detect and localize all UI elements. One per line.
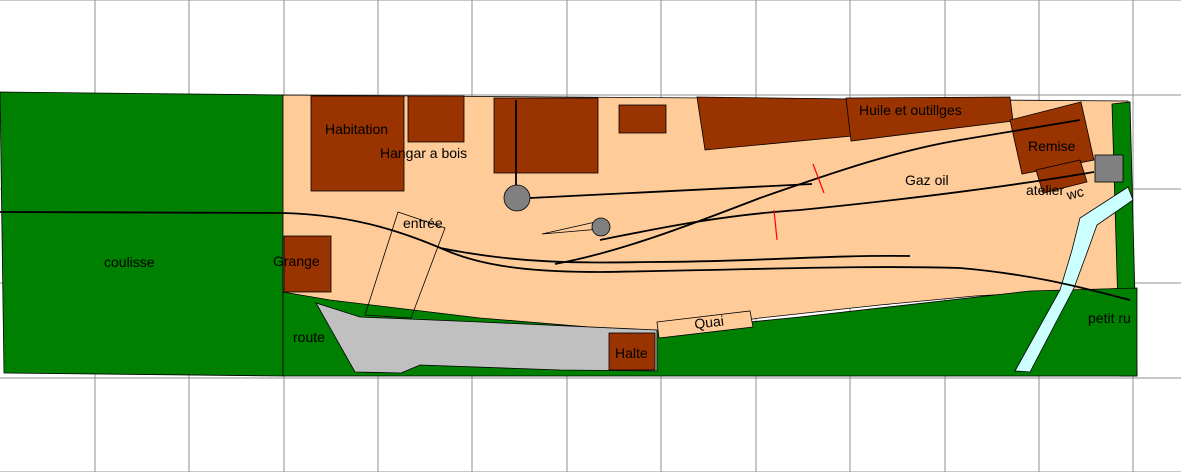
road <box>315 302 658 374</box>
stream <box>1014 186 1134 373</box>
label-entree: entrée <box>403 215 443 231</box>
label-halte: Halte <box>615 345 648 361</box>
grange-building <box>283 235 332 293</box>
remise-building <box>1009 101 1095 175</box>
entrance-ramp <box>364 211 446 319</box>
turntable-small <box>591 217 611 237</box>
label-huile: Huile et outillges <box>859 102 962 118</box>
coulisse-area <box>0 91 284 377</box>
label-ruisseau: petit ru <box>1088 310 1131 326</box>
label-hangar: Hangar a bois <box>380 145 467 161</box>
label-route: route <box>293 329 325 345</box>
signal-mark-1 <box>812 163 825 194</box>
label-quai: Quai <box>693 312 724 331</box>
label-coulisse: coulisse <box>104 254 155 270</box>
remise-track <box>599 171 1095 241</box>
branch-track <box>554 119 1081 265</box>
siding-track <box>439 247 911 264</box>
small-building <box>618 104 667 134</box>
main-line <box>0 211 1131 301</box>
label-grange: Grange <box>273 253 320 269</box>
label-wc: wc <box>1064 183 1085 203</box>
hangar-building <box>407 95 465 143</box>
label-gaz: Gaz oil <box>905 172 949 188</box>
water-tank <box>1094 154 1124 183</box>
habitation-building <box>310 95 405 192</box>
quai-platform <box>656 310 754 339</box>
label-remise: Remise <box>1028 138 1076 154</box>
shed-building <box>493 97 599 174</box>
label-atelier: atelier <box>1026 182 1064 198</box>
label-habitation: Habitation <box>325 121 388 137</box>
signal-mark-2 <box>773 209 778 241</box>
halte-building <box>608 332 656 371</box>
turntable-spur <box>529 183 813 199</box>
track-network <box>0 100 1131 301</box>
turntable-large <box>503 184 531 212</box>
